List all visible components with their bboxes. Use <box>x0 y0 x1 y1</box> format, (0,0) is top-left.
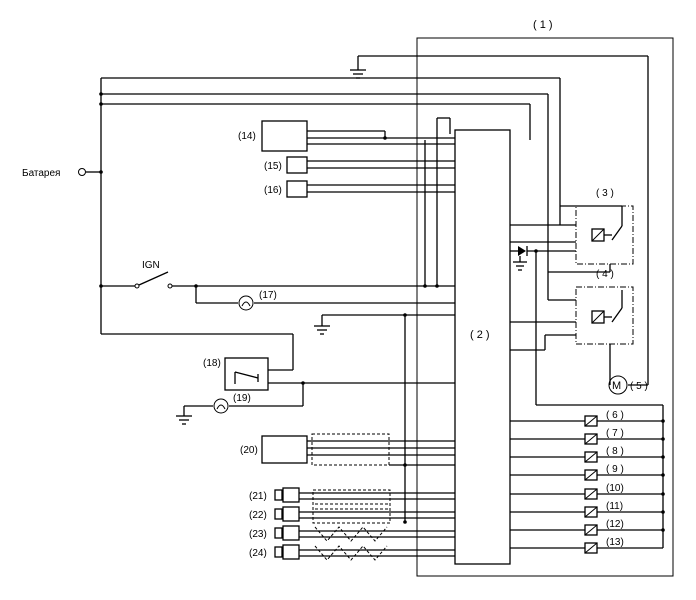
ign-switch <box>101 271 455 289</box>
unit-frame <box>416 37 674 577</box>
label-15: (15) <box>264 161 282 172</box>
component-14 <box>261 120 308 152</box>
label-24: (24) <box>249 548 267 559</box>
unit-label: ( 1 ) <box>533 19 553 31</box>
ground-mid <box>314 140 455 522</box>
lamp-17 <box>195 286 455 311</box>
label-20: (20) <box>240 445 258 456</box>
lamp-19 <box>176 383 304 425</box>
label-4: ( 4 ) <box>596 269 614 280</box>
label-18: (18) <box>203 358 221 369</box>
label-5: ( 5 ) <box>630 381 648 392</box>
label-14: (14) <box>238 131 256 142</box>
solenoid-bank <box>510 404 665 554</box>
motor-symbol: M <box>612 380 621 392</box>
battery-label: Батарея <box>22 168 60 179</box>
label-16: (16) <box>264 185 282 196</box>
label-6: ( 6 ) <box>606 410 624 421</box>
label-17: (17) <box>259 290 277 301</box>
motor <box>608 375 628 395</box>
component-20 <box>261 435 308 464</box>
relay-18 <box>224 357 269 391</box>
connectors-21-24 <box>274 487 455 561</box>
label-21: (21) <box>249 491 267 502</box>
component-16 <box>286 180 308 198</box>
label-11: (11) <box>606 501 623 512</box>
label-19: (19) <box>233 393 251 404</box>
label-9: ( 9 ) <box>606 464 624 475</box>
label-23: (23) <box>249 529 267 540</box>
label-7: ( 7 ) <box>606 428 624 439</box>
control-module <box>454 129 511 565</box>
label-3: ( 3 ) <box>596 188 614 199</box>
wires-14-16 <box>307 117 455 286</box>
battery-bus <box>78 77 561 334</box>
diode <box>510 246 576 405</box>
label-10: (10) <box>606 483 624 494</box>
label-13: (13) <box>606 537 624 548</box>
label-22: (22) <box>249 510 267 521</box>
relay-4 <box>575 286 634 345</box>
label-8: ( 8 ) <box>606 446 624 457</box>
module-label: ( 2 ) <box>470 329 490 341</box>
relay-3 <box>575 205 634 265</box>
ign-label: IGN <box>142 260 160 271</box>
label-12: (12) <box>606 519 624 530</box>
component-15 <box>286 156 308 174</box>
